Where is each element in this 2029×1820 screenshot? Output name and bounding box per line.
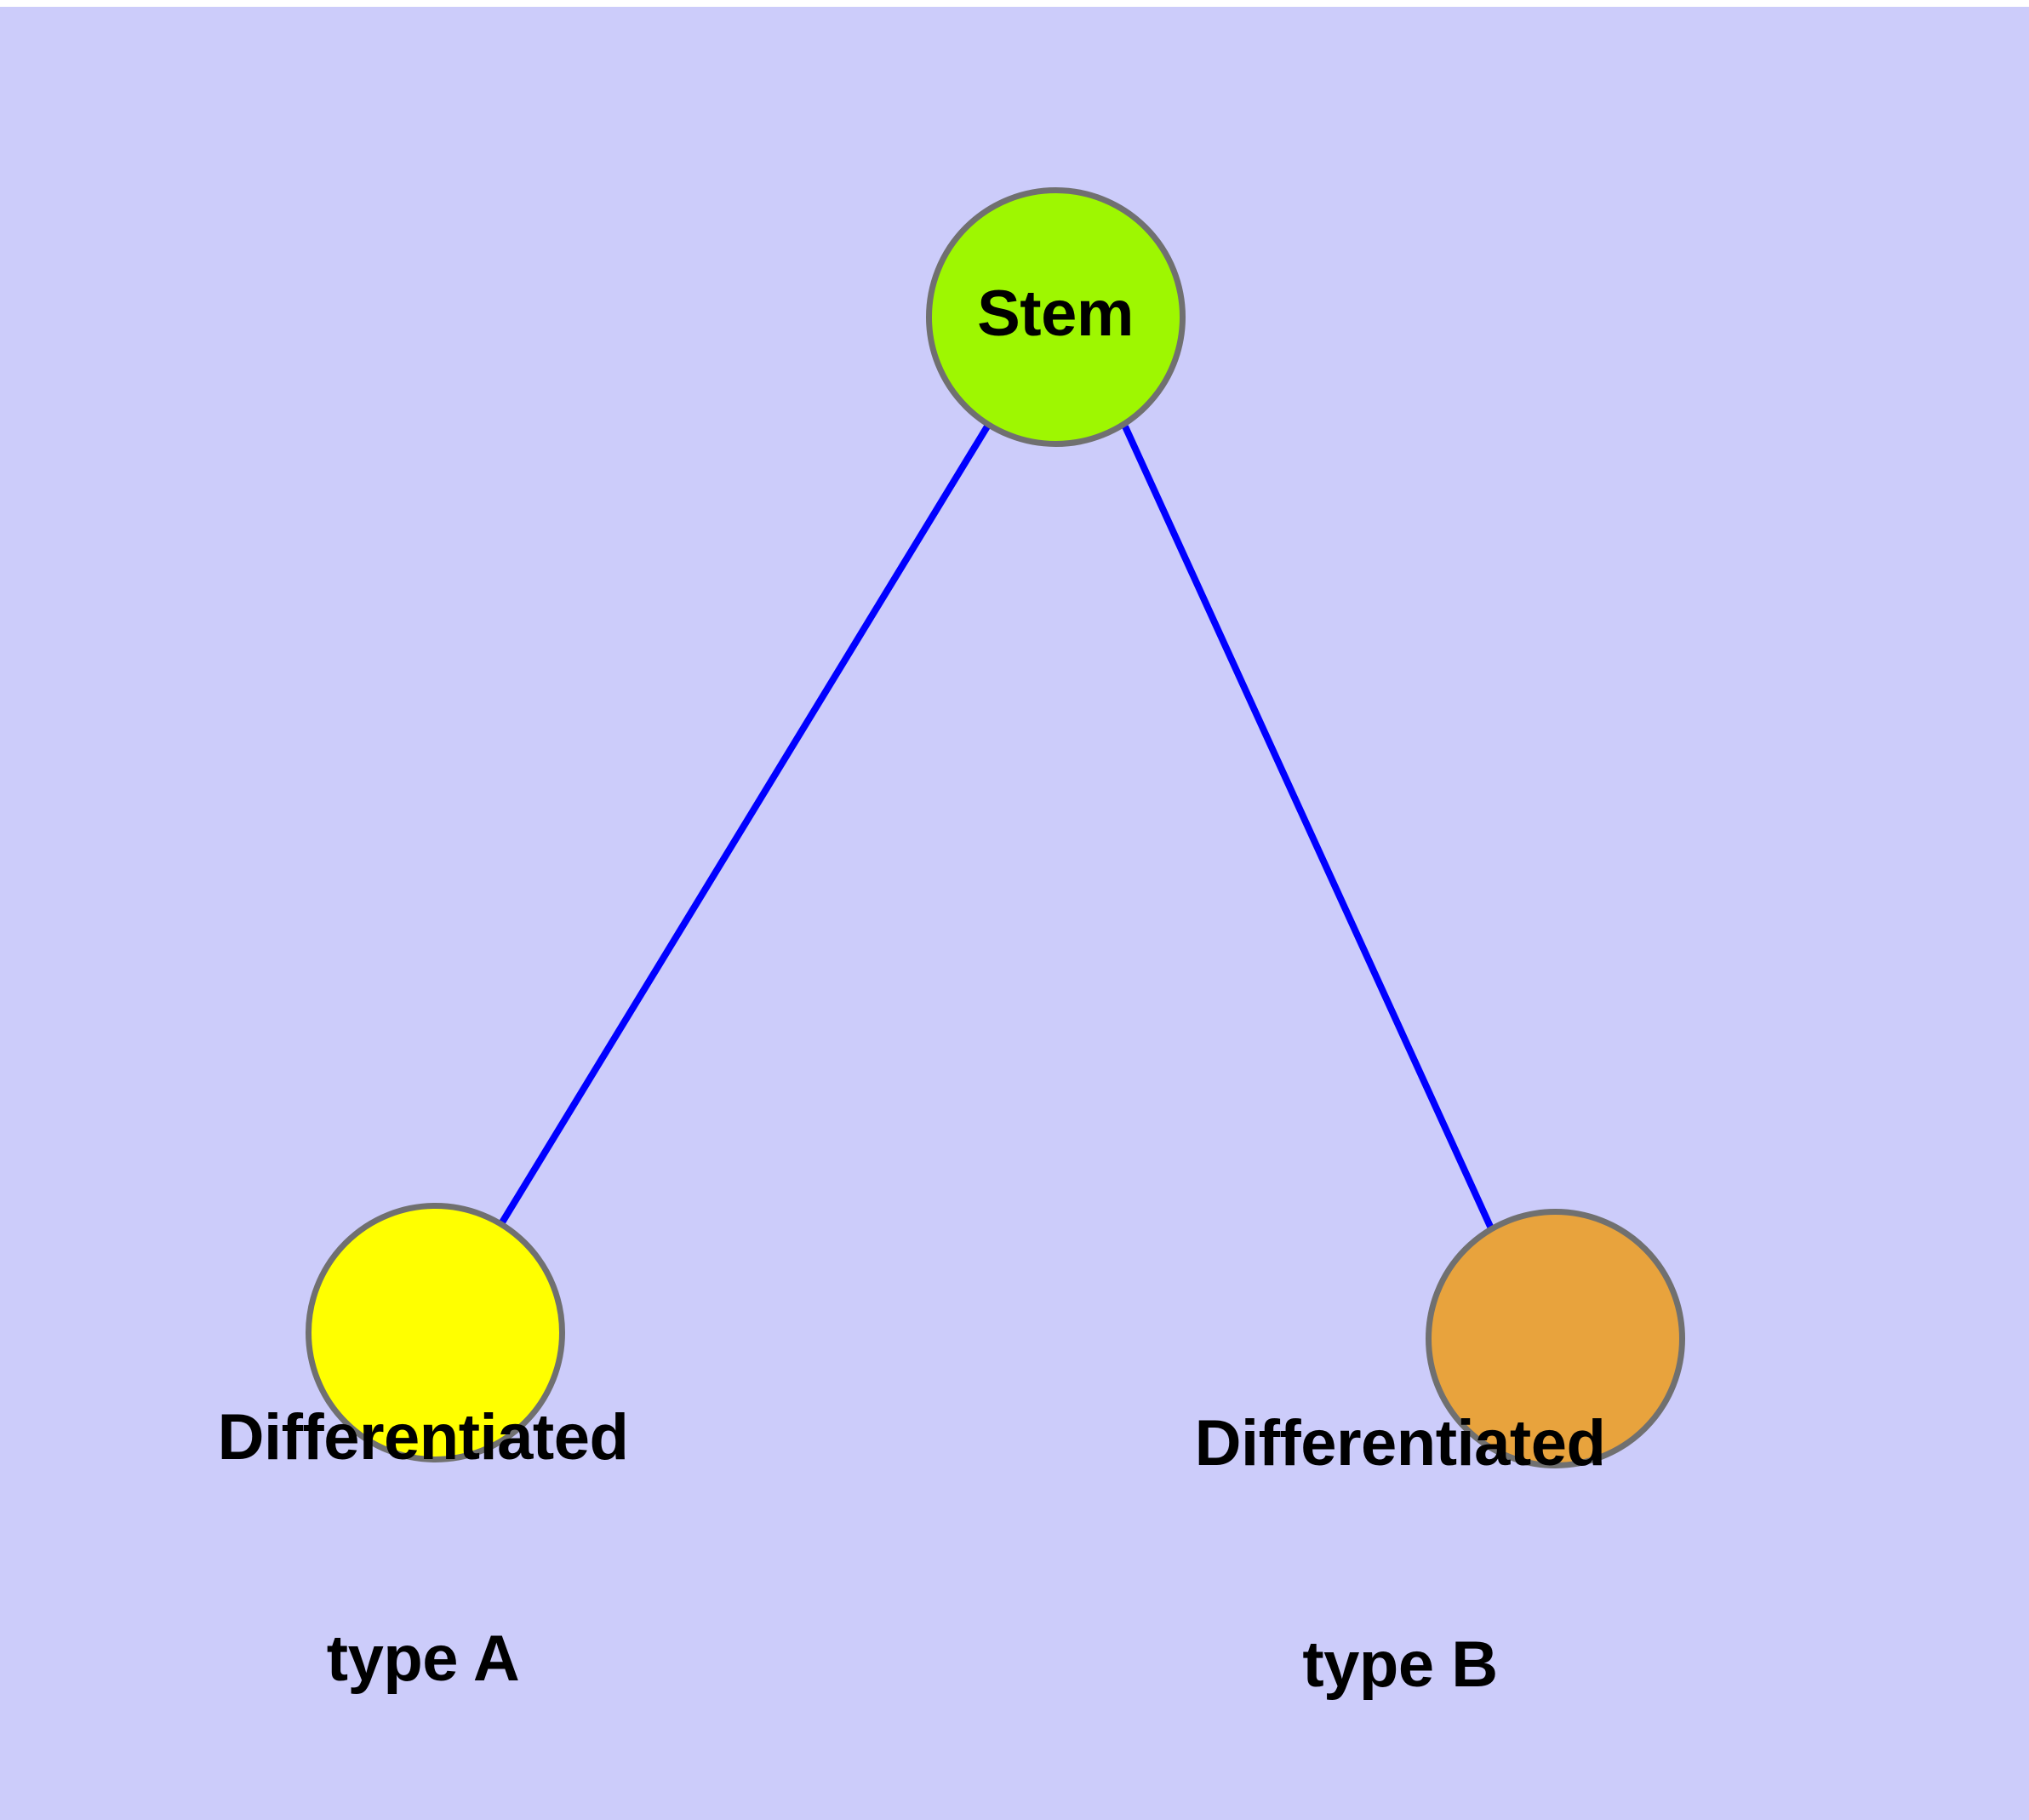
node-label-differentiated-type-b: Differentiated type B	[1145, 1260, 1655, 1820]
node-label-differentiated-type-a: Differentiated type A	[168, 1254, 678, 1820]
node-label-line-1: Differentiated	[1194, 1407, 1606, 1480]
node-differentiated-type-a[interactable]	[306, 1203, 565, 1462]
node-label-line-1: Differentiated	[217, 1401, 629, 1474]
node-label-line-2: type A	[326, 1623, 520, 1696]
node-differentiated-type-b[interactable]	[1426, 1209, 1685, 1468]
edge-stem-to-differentiated-type-b	[1122, 425, 1495, 1230]
node-stem[interactable]	[926, 187, 1186, 447]
edge-stem-to-differentiated-type-a	[499, 424, 991, 1225]
node-label-stem: Stem	[977, 278, 1134, 350]
node-label-line-2: type B	[1302, 1628, 1498, 1702]
